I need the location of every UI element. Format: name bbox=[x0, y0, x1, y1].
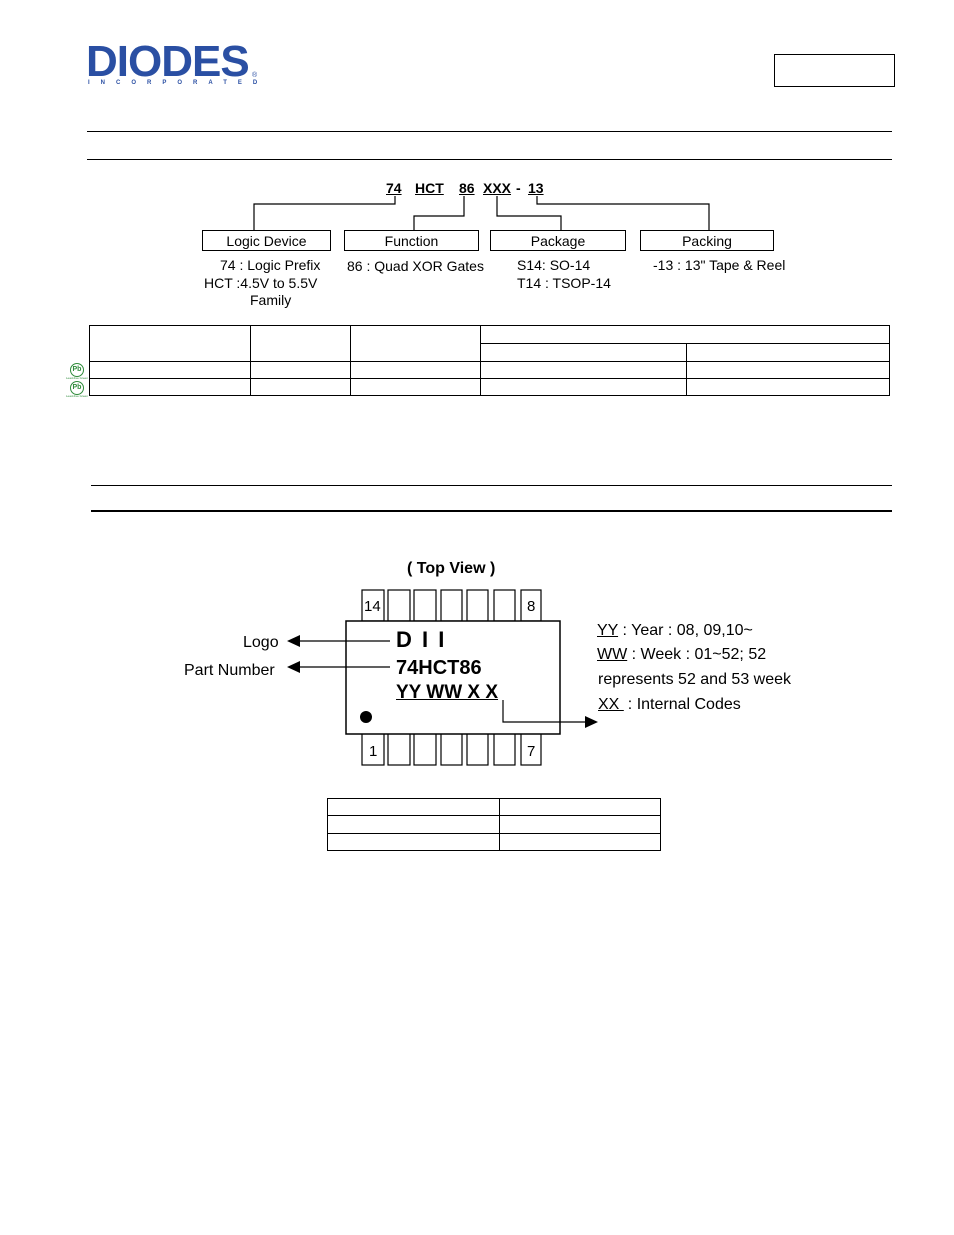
ordering-connectors bbox=[253, 196, 710, 230]
lead-free-caption: Lead-free Green bbox=[66, 394, 89, 398]
lead-free-icon: Pb bbox=[70, 363, 84, 377]
legend-year: YY : Year : 08, 09,10~ bbox=[597, 619, 753, 643]
marking-table bbox=[327, 798, 661, 851]
legend-xx-text: : Internal Codes bbox=[627, 696, 741, 713]
section-rule-bottom bbox=[87, 159, 892, 160]
pin-number-8: 8 bbox=[527, 598, 536, 615]
table-row bbox=[327, 798, 661, 816]
section-rule-bottom bbox=[91, 510, 892, 512]
code-logic-prefix: 74 bbox=[386, 180, 402, 196]
pin-number-7: 7 bbox=[527, 743, 536, 760]
part-number-header-box bbox=[774, 54, 895, 87]
code-package: XXX bbox=[483, 180, 512, 196]
code-dash: - bbox=[516, 180, 521, 196]
chip-marking-diagram bbox=[287, 589, 598, 766]
lead-free-caption: Lead-free Green bbox=[66, 376, 89, 380]
desc-package-tsop14: T14 : TSOP-14 bbox=[517, 275, 611, 291]
chip-part-number: 74HCT86 bbox=[396, 657, 482, 679]
code-family: HCT bbox=[415, 180, 444, 196]
desc-function: 86 : Quad XOR Gates bbox=[347, 258, 484, 274]
ordering-table bbox=[89, 325, 890, 396]
top-view-label: ( Top View ) bbox=[407, 560, 496, 577]
desc-family-cont: Family bbox=[250, 292, 292, 308]
registered-mark: ® bbox=[252, 72, 258, 79]
box-logic-device: Logic Device bbox=[202, 230, 331, 251]
table-row bbox=[327, 815, 661, 834]
lead-free-icon: Pb bbox=[70, 381, 84, 395]
desc-package-so14: S14: SO-14 bbox=[517, 257, 591, 273]
legend-internal: XX : Internal Codes bbox=[598, 693, 741, 717]
desc-logic-prefix: 74 : Logic Prefix bbox=[220, 257, 321, 273]
table-header-cell bbox=[89, 325, 251, 362]
section-rule-top bbox=[91, 485, 892, 486]
desc-family: HCT :4.5V to 5.5V bbox=[204, 275, 318, 291]
box-packing: Packing bbox=[640, 230, 774, 251]
legend-yy-text: : Year : 08, 09,10~ bbox=[618, 622, 753, 639]
chip-date-code: YY WW X X bbox=[396, 682, 499, 703]
pin-number-14: 14 bbox=[364, 598, 381, 615]
legend-week-cont: represents 52 and 53 week bbox=[598, 671, 792, 688]
legend-ww-text: : Week : 01~52; 52 bbox=[627, 646, 767, 663]
table-header-cell bbox=[350, 325, 481, 362]
desc-packing: -13 : 13" Tape & Reel bbox=[653, 257, 786, 273]
box-package: Package bbox=[490, 230, 626, 251]
chip-logo-mark: D I I bbox=[396, 627, 447, 652]
section-rule-top bbox=[87, 131, 892, 132]
legend-ww-key: WW bbox=[597, 646, 628, 663]
table-row bbox=[89, 378, 890, 396]
code-function: 86 bbox=[459, 180, 475, 196]
part-number-callout: Part Number bbox=[184, 662, 275, 679]
code-packing: 13 bbox=[528, 180, 544, 196]
diodes-logo-subtitle: INCORPORATED bbox=[88, 80, 269, 86]
box-function: Function bbox=[344, 230, 479, 251]
diodes-logo: DIODES bbox=[86, 37, 250, 86]
legend-week: WW : Week : 01~52; 52 bbox=[597, 643, 766, 667]
table-row bbox=[327, 833, 661, 851]
legend-xx-key: XX bbox=[598, 696, 624, 713]
logo-callout: Logo bbox=[243, 634, 279, 651]
legend-yy-key: YY bbox=[597, 622, 619, 639]
pin-number-1: 1 bbox=[369, 743, 378, 760]
